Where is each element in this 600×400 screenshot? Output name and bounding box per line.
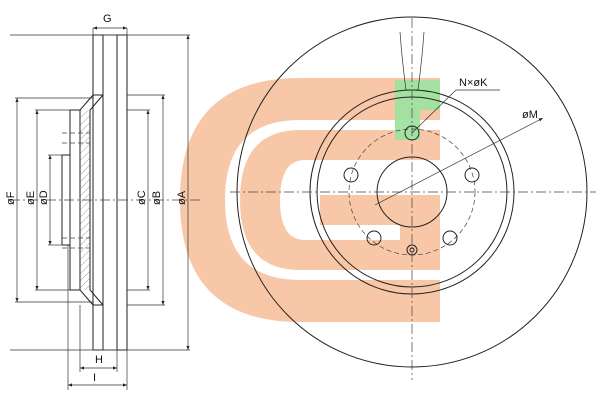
dimension-lines: G øF øE øD øC øB øA H [5, 13, 190, 390]
bolt-hole [464, 167, 480, 183]
logo-inner-g [240, 130, 440, 270]
dim-label-h: H [95, 354, 103, 366]
dim-label-c: øC [136, 190, 148, 205]
dim-label-a: øA [176, 190, 188, 205]
front-view: N×øK øM [230, 16, 596, 380]
bolt-hole [442, 230, 458, 246]
dim-label-f: øF [5, 191, 17, 205]
brand-logo-watermark [180, 78, 440, 322]
logo-green-accent [395, 80, 440, 140]
dim-label-d: øD [38, 190, 50, 205]
dim-label-g: G [103, 13, 112, 25]
dim-label-b: øB [151, 191, 163, 205]
bolt-hole [366, 230, 382, 246]
right-friction-ring [116, 34, 128, 351]
dim-label-i: I [93, 372, 96, 384]
bolt-hole [343, 167, 359, 183]
label-m: øM [522, 109, 538, 121]
dim-label-e: øE [25, 191, 37, 205]
label-n-x-k: N×øK [459, 77, 488, 89]
